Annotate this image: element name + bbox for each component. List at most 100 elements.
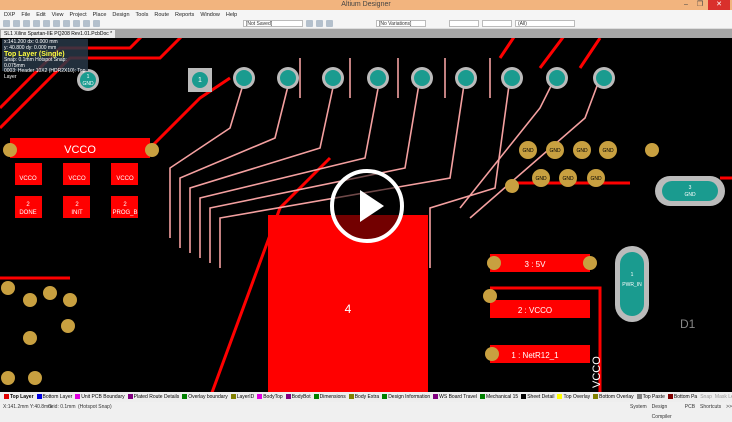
save-icon[interactable]	[23, 20, 30, 27]
layer-tab[interactable]: BodyBot	[285, 394, 311, 400]
menu-route[interactable]: Route	[154, 11, 170, 18]
pcb-drawing: VCCO VCCO VCCO VCCO 2 2 2 DONE INIT PROG…	[0, 38, 732, 392]
layer-color-swatch	[230, 394, 236, 400]
layer-tab[interactable]: Body Extra	[348, 394, 379, 400]
document-tab[interactable]: SL1 Xilinx Spartan-IIE PQ208 Rev1.01.Pcb…	[1, 30, 116, 38]
layer-tab[interactable]: Mechanical 15	[479, 394, 518, 400]
menu-file[interactable]: File	[21, 11, 31, 18]
pad1-label: 1	[198, 77, 202, 84]
net-r12-label: 1 : NetR12_1	[511, 351, 559, 360]
layer-control-mask-level[interactable]: Mask Level	[714, 394, 732, 400]
pad-num: 1	[87, 74, 90, 80]
layer-tab[interactable]: Bottom Layer	[36, 394, 73, 400]
status-snap: (Hotspot Snap)	[78, 404, 112, 410]
menu-place[interactable]: Place	[92, 11, 107, 18]
vcco-bar-label: VCCO	[64, 144, 96, 156]
variations-select[interactable]: [No Variations]	[376, 20, 426, 27]
text-icon[interactable]	[326, 20, 333, 27]
cut-icon[interactable]	[53, 20, 60, 27]
layer-tab[interactable]: Dimensions	[313, 394, 346, 400]
layer-tab[interactable]: Unit PCB Boundary	[75, 394, 125, 400]
menu-window[interactable]: Window	[200, 11, 220, 18]
layer-name: Top Paste	[642, 394, 665, 400]
close-button[interactable]: ✕	[708, 0, 730, 10]
minimize-button[interactable]: –	[684, 1, 688, 8]
panel-button[interactable]: Design Compiler	[651, 404, 672, 420]
pad-gnd: GND	[576, 148, 588, 154]
big-pad	[268, 215, 428, 392]
panel-button[interactable]: Shortcuts	[700, 404, 722, 410]
copy-icon[interactable]	[63, 20, 70, 27]
layer-tab[interactable]: Overlay boundary	[182, 394, 228, 400]
layer-tab[interactable]: LayerID	[230, 394, 254, 400]
layer-tab[interactable]: Bottom Overlay	[593, 394, 634, 400]
layer-name: Unit PCB Boundary	[81, 394, 125, 400]
layer-tab[interactable]: Plated Route Details	[127, 394, 179, 400]
route-icon[interactable]	[306, 20, 313, 27]
layer-tab[interactable]: BodyTop	[257, 394, 283, 400]
status-bar: X:141.2mm Y:40.8mm Grid: 0.1mm (Hotspot …	[0, 402, 732, 420]
pad-gnd: GND	[82, 81, 94, 87]
menu-view[interactable]: View	[51, 11, 64, 18]
hud-x: x:141.200 dx: 0.000 mm	[4, 39, 58, 45]
layer-tab[interactable]: Top Paste	[636, 394, 665, 400]
layer-color-swatch	[36, 394, 42, 400]
layer-color-swatch	[667, 394, 673, 400]
menu-help[interactable]: Help	[225, 11, 238, 18]
layer-color-swatch	[4, 394, 9, 400]
pad-num: 2	[123, 202, 127, 208]
open-icon[interactable]	[13, 20, 20, 27]
pad-done: DONE	[19, 210, 36, 216]
undo-icon[interactable]	[83, 20, 90, 27]
menu-tools[interactable]: Tools	[135, 11, 149, 18]
panel-button[interactable]: >>	[726, 404, 732, 410]
pcb-canvas[interactable]: VCCO VCCO VCCO VCCO 2 2 2 DONE INIT PROG…	[0, 38, 732, 392]
layer-tab[interactable]: Top Layer	[4, 394, 34, 400]
header-pads	[77, 67, 615, 92]
big-pad-label: 4	[345, 302, 352, 316]
menu-dxp[interactable]: DXP	[4, 11, 16, 18]
layer-tab[interactable]: Sheet Detail	[521, 394, 554, 400]
pad-gnd: GND	[549, 148, 561, 154]
via-icon[interactable]	[316, 20, 323, 27]
paste-icon[interactable]	[73, 20, 80, 27]
print-icon[interactable]	[33, 20, 40, 27]
layer-color-swatch	[521, 394, 527, 400]
layer-name: Overlay boundary	[188, 394, 228, 400]
layer-color-swatch	[182, 394, 188, 400]
new-icon[interactable]	[3, 20, 10, 27]
saved-select[interactable]: [Not Saved]	[243, 20, 303, 27]
layer-name: BodyTop	[263, 394, 283, 400]
play-video-button[interactable]	[330, 169, 404, 243]
filter-select[interactable]: (All)	[515, 20, 575, 27]
menu-design[interactable]: Design	[112, 11, 130, 18]
layer-tab[interactable]: Top Overlay	[557, 394, 590, 400]
layer-tab[interactable]: WS Board Travel	[433, 394, 477, 400]
layer-control-snap[interactable]: Snap	[700, 394, 712, 400]
layer-name: Dimensions	[319, 394, 346, 400]
pad-gnd: GND	[590, 176, 602, 182]
layer-name: Bottom Layer	[42, 394, 73, 400]
select-2[interactable]	[482, 20, 512, 27]
panel-button[interactable]: PCB	[684, 404, 696, 410]
menu-project[interactable]: Project	[69, 11, 87, 18]
layer-tab[interactable]: Design Information	[382, 394, 430, 400]
layer-color-swatch	[433, 394, 439, 400]
pwr-in-label: PWR_IN	[622, 282, 642, 288]
hud-component: 0003: Header 10X2 (HDR2X10): Top Layer	[4, 68, 86, 80]
layer-tab[interactable]: Bottom Pa	[667, 394, 697, 400]
menu-edit[interactable]: Edit	[36, 11, 46, 18]
layer-color-swatch	[479, 394, 485, 400]
layer-color-swatch	[593, 394, 599, 400]
maximize-button[interactable]: ❐	[696, 1, 704, 8]
select-1[interactable]	[449, 20, 479, 27]
layer-color-swatch	[557, 394, 563, 400]
layer-color-swatch	[257, 394, 263, 400]
redo-icon[interactable]	[93, 20, 100, 27]
menu-reports[interactable]: Reports	[175, 11, 195, 18]
zoom-icon[interactable]	[43, 20, 50, 27]
layer-color-swatch	[348, 394, 354, 400]
panel-button[interactable]: System	[630, 404, 647, 410]
layer-name: Top Layer	[10, 394, 34, 400]
